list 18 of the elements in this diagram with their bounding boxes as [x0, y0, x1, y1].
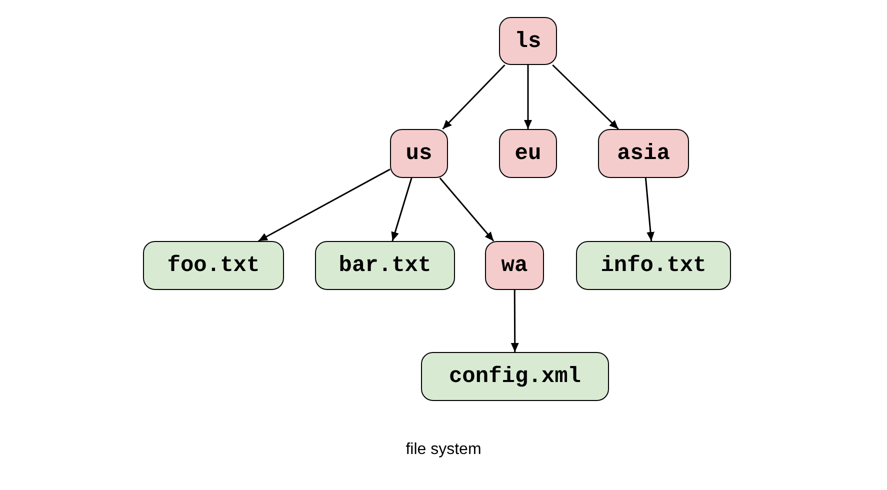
arrow: [391, 178, 412, 242]
arrow: [644, 178, 654, 242]
file-node: info.txt: [576, 241, 731, 290]
arrow: [510, 290, 519, 352]
directory-node: us: [390, 129, 448, 178]
arrow: [442, 64, 506, 130]
arrow: [524, 65, 532, 129]
file-node: bar.txt: [315, 241, 455, 290]
directory-node: ls: [499, 17, 557, 65]
directory-node: wa: [485, 241, 544, 290]
arrow: [258, 168, 390, 242]
directory-node: eu: [499, 129, 557, 178]
file-node: foo.txt: [143, 241, 284, 290]
file-node: config.xml: [421, 352, 609, 401]
directory-node: asia: [598, 129, 689, 178]
arrow: [552, 64, 619, 130]
arrow: [439, 178, 494, 242]
caption: file system: [404, 440, 482, 460]
